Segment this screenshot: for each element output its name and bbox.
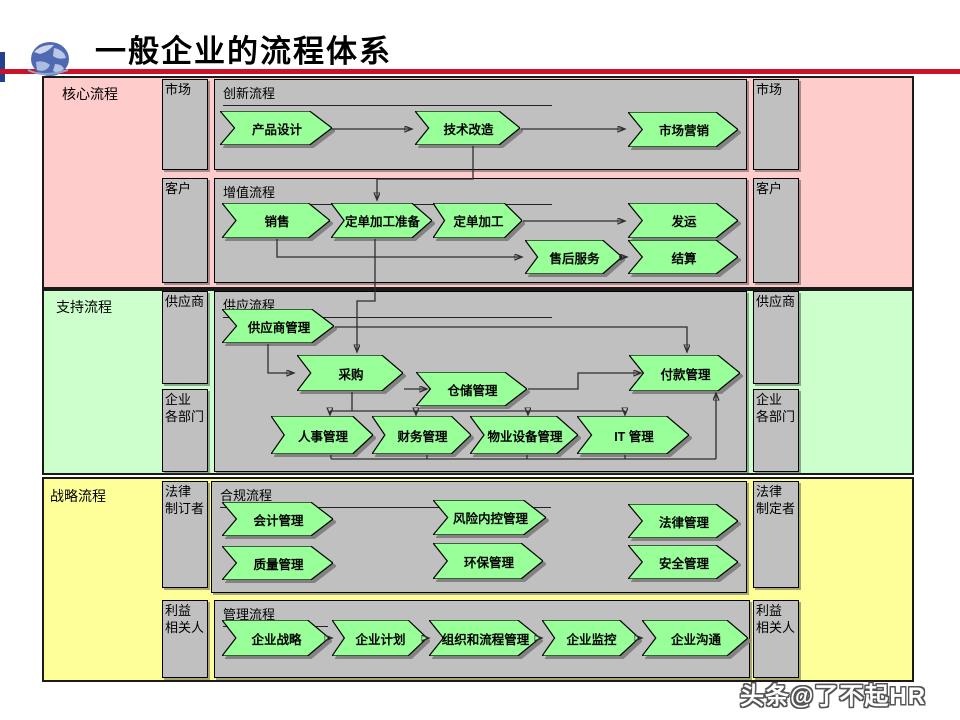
process-chevron: 发运 [628, 203, 738, 238]
process-chevron: 人事管理 [271, 416, 373, 454]
process-chevron: 采购 [297, 355, 403, 391]
side-box-lawmakers-left: 法律制订者 [162, 481, 208, 588]
process-chevron: 风险内控管理 [433, 500, 546, 535]
side-box-market-left: 市场 [162, 79, 208, 170]
process-chevron: 财务管理 [372, 416, 471, 454]
process-chevron: 物业设备管理 [470, 416, 578, 454]
side-box-departments-left: 企业各部门 [162, 389, 208, 472]
side-box-supplier-left: 供应商 [162, 291, 208, 384]
process-chevron: 产品设计 [220, 111, 332, 145]
panel-title: 增值流程 [223, 182, 553, 205]
band-label-support: 支持流程 [56, 299, 112, 315]
process-chevron: 售后服务 [525, 240, 622, 274]
side-box-lawmakers-right: 法律制定者 [753, 481, 799, 588]
panel-title: 创新流程 [223, 83, 553, 106]
process-chevron: 结算 [628, 240, 738, 274]
process-chevron: 付款管理 [629, 355, 740, 391]
side-box-stakeholders-right: 利益相关人 [753, 600, 799, 678]
process-chevron: 仓储管理 [416, 372, 527, 406]
process-chevron: 企业沟通 [642, 620, 748, 656]
process-chevron: 市场营销 [628, 112, 738, 147]
side-box-departments-right: 企业各部门 [753, 389, 799, 472]
process-chevron: 质量管理 [222, 546, 333, 580]
band-label-core: 核心流程 [62, 86, 118, 102]
process-chevron: IT 管理 [577, 416, 689, 454]
title-accent-line [0, 69, 960, 74]
process-chevron: 安全管理 [628, 545, 738, 579]
watermark-text: 头条@了不起HR [740, 683, 927, 710]
process-chevron: 企业计划 [332, 620, 427, 656]
band-label-strategy: 战略流程 [50, 488, 106, 504]
process-chevron: 会计管理 [222, 502, 333, 536]
left-edge-accent [0, 52, 5, 82]
process-chevron: 技术改造 [415, 111, 520, 145]
process-chevron: 定单加工 [433, 203, 522, 238]
side-box-market-right: 市场 [753, 79, 799, 170]
process-chevron: 企业战略 [222, 620, 329, 656]
process-chevron: 定单加工准备 [331, 203, 432, 238]
side-box-customer-left: 客户 [162, 178, 208, 283]
process-chevron: 组织和流程管理 [429, 620, 540, 656]
process-chevron: 供应商管理 [222, 309, 334, 343]
globe-logo-icon [27, 42, 69, 76]
panel-title: 合规流程 [220, 485, 552, 508]
side-box-stakeholders-left: 利益相关人 [162, 600, 208, 678]
slide-title: 一般企业的流程体系 [95, 34, 392, 69]
process-chevron: 企业监控 [542, 620, 639, 656]
process-chevron: 环保管理 [433, 543, 543, 579]
process-chevron: 销售 [222, 203, 330, 238]
side-box-customer-right: 客户 [753, 178, 799, 283]
process-chevron: 法律管理 [628, 504, 738, 538]
side-box-supplier-right: 供应商 [753, 291, 799, 384]
